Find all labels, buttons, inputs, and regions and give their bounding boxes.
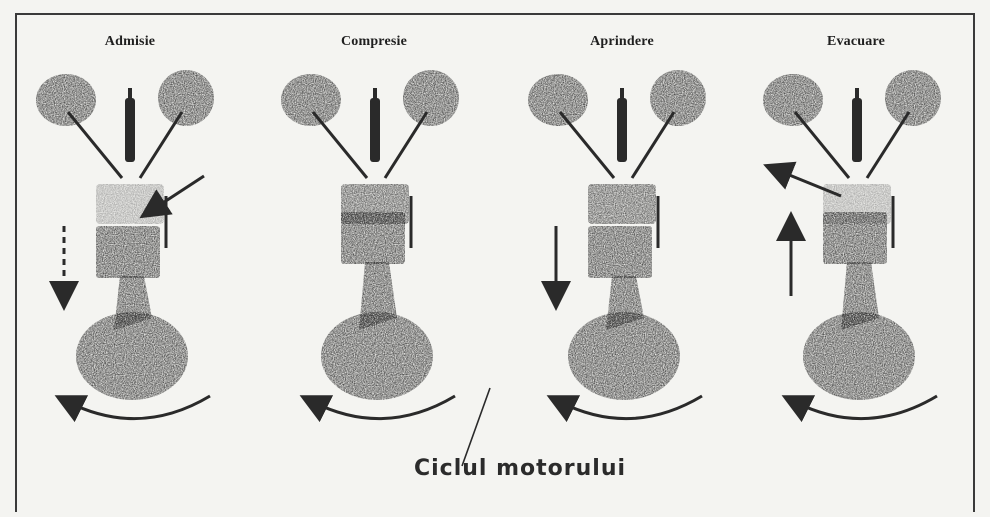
crankshaft: [568, 312, 680, 400]
exhaust-cam-lobe: [650, 70, 706, 126]
spark-plug-tip: [373, 88, 377, 100]
piston: [823, 212, 887, 264]
engine-compression: [281, 70, 459, 419]
spark-plug-tip: [855, 88, 859, 100]
stage-title-intake: Admisie: [60, 34, 200, 50]
spark-plug: [125, 98, 135, 162]
caption-pointer-line: [462, 388, 490, 466]
stage-title-compression: Compresie: [304, 34, 444, 50]
spark-plug-tip: [128, 88, 132, 100]
exhaust-cam-lobe: [158, 70, 214, 126]
piston: [588, 226, 652, 278]
intake-cam-lobe: [36, 74, 96, 126]
exhaust-flow-arrow: [777, 170, 841, 196]
engine-ignition: [528, 70, 706, 419]
intake-cam-lobe: [528, 74, 588, 126]
crankshaft: [76, 312, 188, 400]
spark-plug: [617, 98, 627, 162]
intake-cam-lobe: [281, 74, 341, 126]
piston: [96, 226, 160, 278]
combustion-chamber: [96, 184, 164, 224]
exhaust-cam-lobe: [403, 70, 459, 126]
engine-stages: [36, 70, 941, 419]
crankshaft: [803, 312, 915, 400]
crankshaft: [321, 312, 433, 400]
stage-title-ignition: Aprindere: [552, 34, 692, 50]
engine-intake: [36, 70, 214, 419]
exhaust-cam-lobe: [885, 70, 941, 126]
combustion-chamber: [588, 184, 656, 224]
spark-plug: [370, 98, 380, 162]
spark-plug-tip: [620, 88, 624, 100]
engine-exhaust: [763, 70, 941, 419]
spark-plug: [852, 98, 862, 162]
piston: [341, 212, 405, 264]
diagram-caption: Ciclul motorului: [385, 456, 655, 481]
stage-title-exhaust: Evacuare: [786, 34, 926, 50]
intake-cam-lobe: [763, 74, 823, 126]
